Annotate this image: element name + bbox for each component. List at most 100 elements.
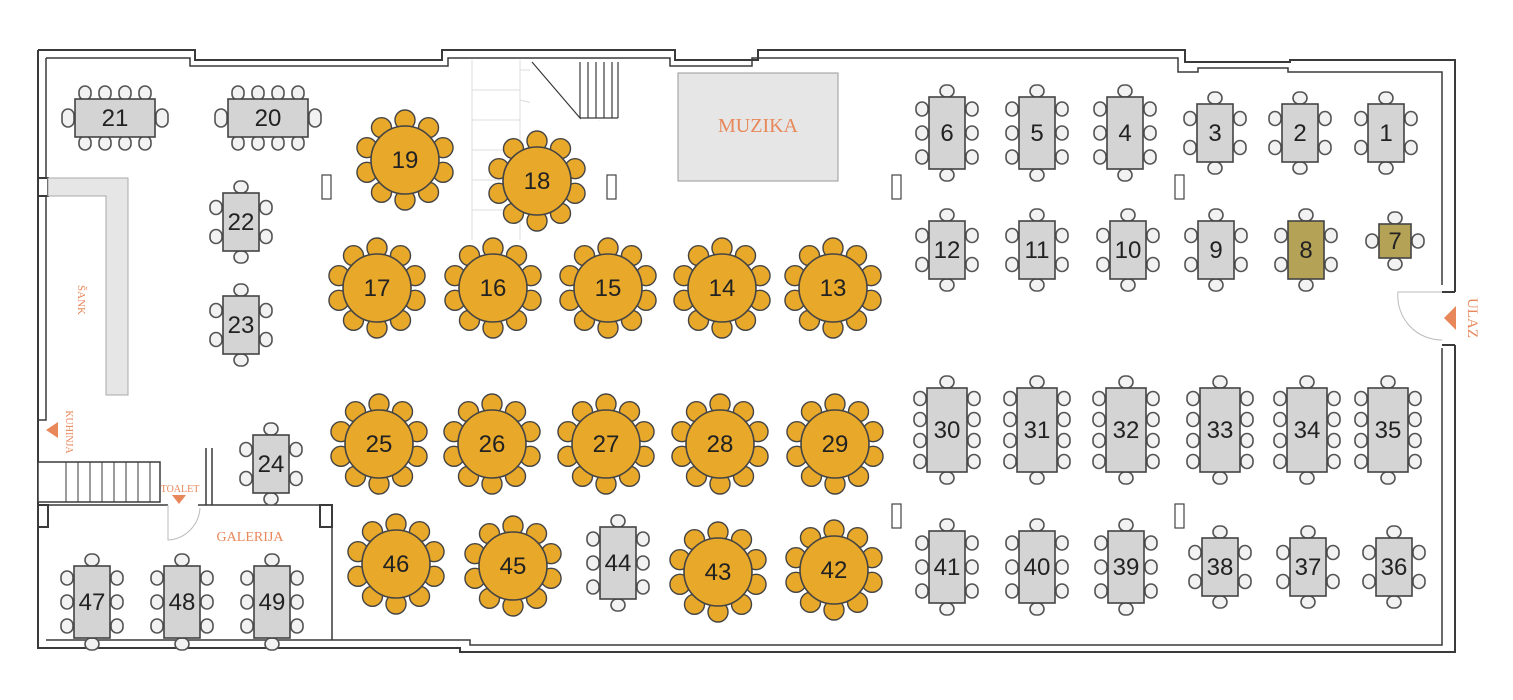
chair	[1354, 139, 1368, 156]
chair	[1207, 91, 1223, 105]
table-25[interactable]: 25	[330, 393, 428, 495]
table-6[interactable]: 6	[915, 84, 979, 182]
chair	[1144, 535, 1158, 551]
chair	[1273, 411, 1287, 428]
table-16[interactable]: 16	[444, 237, 542, 339]
chair	[1146, 411, 1160, 428]
table-14[interactable]: 14	[673, 237, 771, 339]
table-11[interactable]: 11	[1005, 208, 1069, 292]
table-number: 13	[820, 275, 847, 302]
table-31[interactable]: 31	[1003, 375, 1071, 485]
chair	[1292, 161, 1308, 175]
table-41[interactable]: 41	[915, 518, 979, 616]
table-24[interactable]: 24	[239, 422, 303, 506]
table-32[interactable]: 32	[1092, 375, 1160, 485]
table-26[interactable]: 26	[443, 393, 541, 495]
chair	[259, 228, 273, 245]
chair	[1029, 168, 1045, 182]
table-12[interactable]: 12	[915, 208, 979, 292]
table-37[interactable]: 37	[1276, 525, 1340, 609]
table-38[interactable]: 38	[1188, 525, 1252, 609]
table-4[interactable]: 4	[1093, 84, 1157, 182]
table-44[interactable]: 44	[586, 514, 650, 612]
music-stage: MUZIKA	[677, 72, 839, 182]
table-19[interactable]: 19	[356, 109, 454, 211]
chair	[1094, 535, 1108, 551]
chair	[240, 570, 254, 586]
table-9[interactable]: 9	[1184, 208, 1248, 292]
chair	[1118, 518, 1134, 532]
table-46[interactable]: 46	[347, 513, 445, 615]
chair	[1146, 432, 1160, 449]
table-8[interactable]: 8	[1274, 208, 1338, 292]
gallery-label: GALERIJA	[217, 530, 285, 545]
table-20[interactable]: 20	[214, 85, 322, 151]
table-30[interactable]: 30	[913, 375, 981, 485]
table-48[interactable]: 48	[150, 553, 214, 651]
chair	[915, 535, 929, 551]
table-28[interactable]: 28	[671, 393, 769, 495]
table-21[interactable]: 21	[61, 85, 169, 151]
chair	[240, 594, 254, 610]
table-2[interactable]: 2	[1268, 91, 1332, 175]
table-3[interactable]: 3	[1183, 91, 1247, 175]
table-top	[687, 253, 757, 323]
chair	[965, 583, 979, 599]
chair	[308, 108, 322, 128]
table-29[interactable]: 29	[786, 393, 884, 495]
table-49[interactable]: 49	[240, 553, 304, 651]
toilet-label: TOALET	[161, 484, 200, 495]
chair	[264, 637, 280, 651]
table-number: 8	[1299, 237, 1312, 264]
table-5[interactable]: 5	[1005, 84, 1069, 182]
table-43[interactable]: 43	[669, 521, 767, 623]
chair	[1093, 149, 1107, 165]
table-40[interactable]: 40	[1005, 518, 1069, 616]
table-17[interactable]: 17	[328, 237, 426, 339]
table-35[interactable]: 35	[1354, 375, 1422, 485]
table-23[interactable]: 23	[209, 283, 273, 367]
chair	[1378, 161, 1394, 175]
table-7[interactable]: 7	[1365, 211, 1425, 271]
chair	[1380, 471, 1396, 485]
chair	[84, 637, 100, 651]
table-34[interactable]: 34	[1273, 375, 1341, 485]
chair	[1117, 84, 1133, 98]
table-18[interactable]: 18	[488, 130, 586, 232]
chair	[1411, 233, 1425, 249]
table-number: 4	[1118, 120, 1131, 147]
chair	[1057, 432, 1071, 449]
chair	[290, 570, 304, 586]
chair	[1326, 573, 1340, 590]
chair	[1005, 583, 1019, 599]
chair	[1354, 453, 1368, 470]
table-top	[1018, 220, 1056, 280]
table-45[interactable]: 45	[464, 515, 562, 617]
table-39[interactable]: 39	[1094, 518, 1158, 616]
chair	[1233, 110, 1247, 127]
chair	[1055, 101, 1069, 117]
chair	[1093, 101, 1107, 117]
table-27[interactable]: 27	[557, 393, 655, 495]
table-22[interactable]: 22	[209, 180, 273, 264]
table-1[interactable]: 1	[1354, 91, 1418, 175]
chair	[233, 283, 249, 297]
table-33[interactable]: 33	[1186, 375, 1254, 485]
chair	[78, 85, 92, 101]
table-47[interactable]: 47	[60, 553, 124, 651]
chair	[1362, 573, 1376, 590]
table-top	[253, 565, 291, 639]
chair	[1233, 139, 1247, 156]
table-13[interactable]: 13	[784, 237, 882, 339]
table-36[interactable]: 36	[1362, 525, 1426, 609]
chair	[289, 470, 303, 487]
table-42[interactable]: 42	[785, 519, 883, 621]
table-top	[502, 146, 572, 216]
table-number: 29	[822, 431, 849, 458]
chair	[98, 85, 112, 101]
chair	[915, 583, 929, 599]
chair	[290, 594, 304, 610]
chair	[263, 492, 279, 506]
table-15[interactable]: 15	[559, 237, 657, 339]
table-10[interactable]: 10	[1096, 208, 1160, 292]
